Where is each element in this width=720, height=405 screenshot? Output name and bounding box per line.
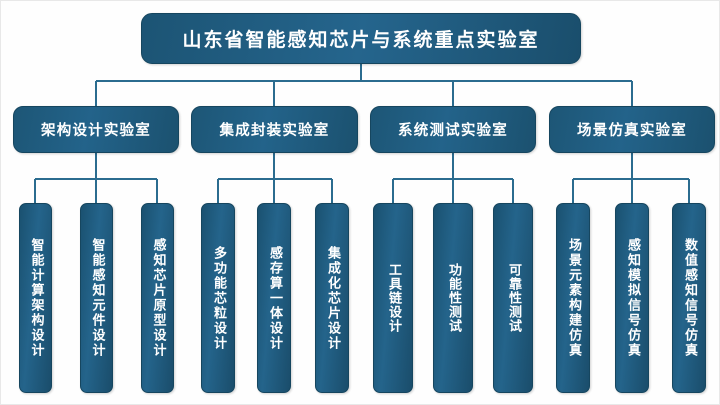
leaf-node-reliability-test[interactable]: 可靠性测试	[493, 203, 533, 393]
leaf-node-intelligent-sensing-component-design[interactable]: 智能感知元件设计	[80, 203, 113, 393]
leaf-node-label: 功能性测试	[446, 263, 462, 333]
branch-node-integrated-packaging-lab[interactable]: 集成封装实验室	[191, 106, 358, 153]
leaf-node-label: 工具链设计	[386, 263, 402, 333]
leaf-node-label: 集成化芯片设计	[325, 245, 341, 351]
branch-node-label: 系统测试实验室	[398, 123, 508, 139]
leaf-node-label: 场景元素构建仿真	[566, 238, 582, 358]
leaf-node-scene-element-construction-simulation[interactable]: 场景元素构建仿真	[556, 203, 590, 393]
branch-node-label: 架构设计实验室	[41, 123, 151, 139]
leaf-node-label: 多功能芯粒设计	[211, 245, 227, 351]
root-node[interactable]: 山东省智能感知芯片与系统重点实验室	[141, 13, 581, 64]
leaf-node-multifunctional-chiplet-design[interactable]: 多功能芯粒设计	[201, 203, 235, 393]
branch-node-system-test-lab[interactable]: 系统测试实验室	[370, 106, 536, 153]
leaf-node-sensing-storage-computing-integration-design[interactable]: 感存算一体设计	[257, 203, 291, 393]
leaf-node-integrated-chip-design[interactable]: 集成化芯片设计	[315, 203, 349, 393]
leaf-node-label: 感知芯片原型设计	[150, 238, 166, 358]
leaf-node-label: 感存算一体设计	[267, 245, 283, 351]
root-node-label: 山东省智能感知芯片与系统重点实验室	[182, 29, 540, 51]
leaf-node-label: 智能计算架构设计	[28, 238, 44, 358]
leaf-node-functional-test[interactable]: 功能性测试	[433, 203, 473, 393]
leaf-node-label: 智能感知元件设计	[89, 238, 105, 358]
leaf-node-toolchain-design[interactable]: 工具链设计	[373, 203, 413, 393]
leaf-node-sensing-analog-signal-simulation[interactable]: 感知模拟信号仿真	[615, 203, 649, 393]
leaf-node-label: 数值感知信号仿真	[682, 238, 698, 358]
leaf-node-sensing-chip-prototype-design[interactable]: 感知芯片原型设计	[141, 203, 174, 393]
branch-node-label: 场景仿真实验室	[577, 123, 687, 139]
leaf-node-label: 感知模拟信号仿真	[625, 238, 641, 358]
leaf-node-numerical-sensing-signal-simulation[interactable]: 数值感知信号仿真	[672, 203, 706, 393]
branch-node-label: 集成封装实验室	[219, 123, 330, 139]
branch-node-scenario-simulation-lab[interactable]: 场景仿真实验室	[549, 106, 715, 153]
leaf-node-label: 可靠性测试	[506, 263, 522, 333]
leaf-node-intelligent-computing-architecture-design[interactable]: 智能计算架构设计	[19, 203, 52, 393]
branch-node-architecture-design-lab[interactable]: 架构设计实验室	[13, 106, 179, 153]
